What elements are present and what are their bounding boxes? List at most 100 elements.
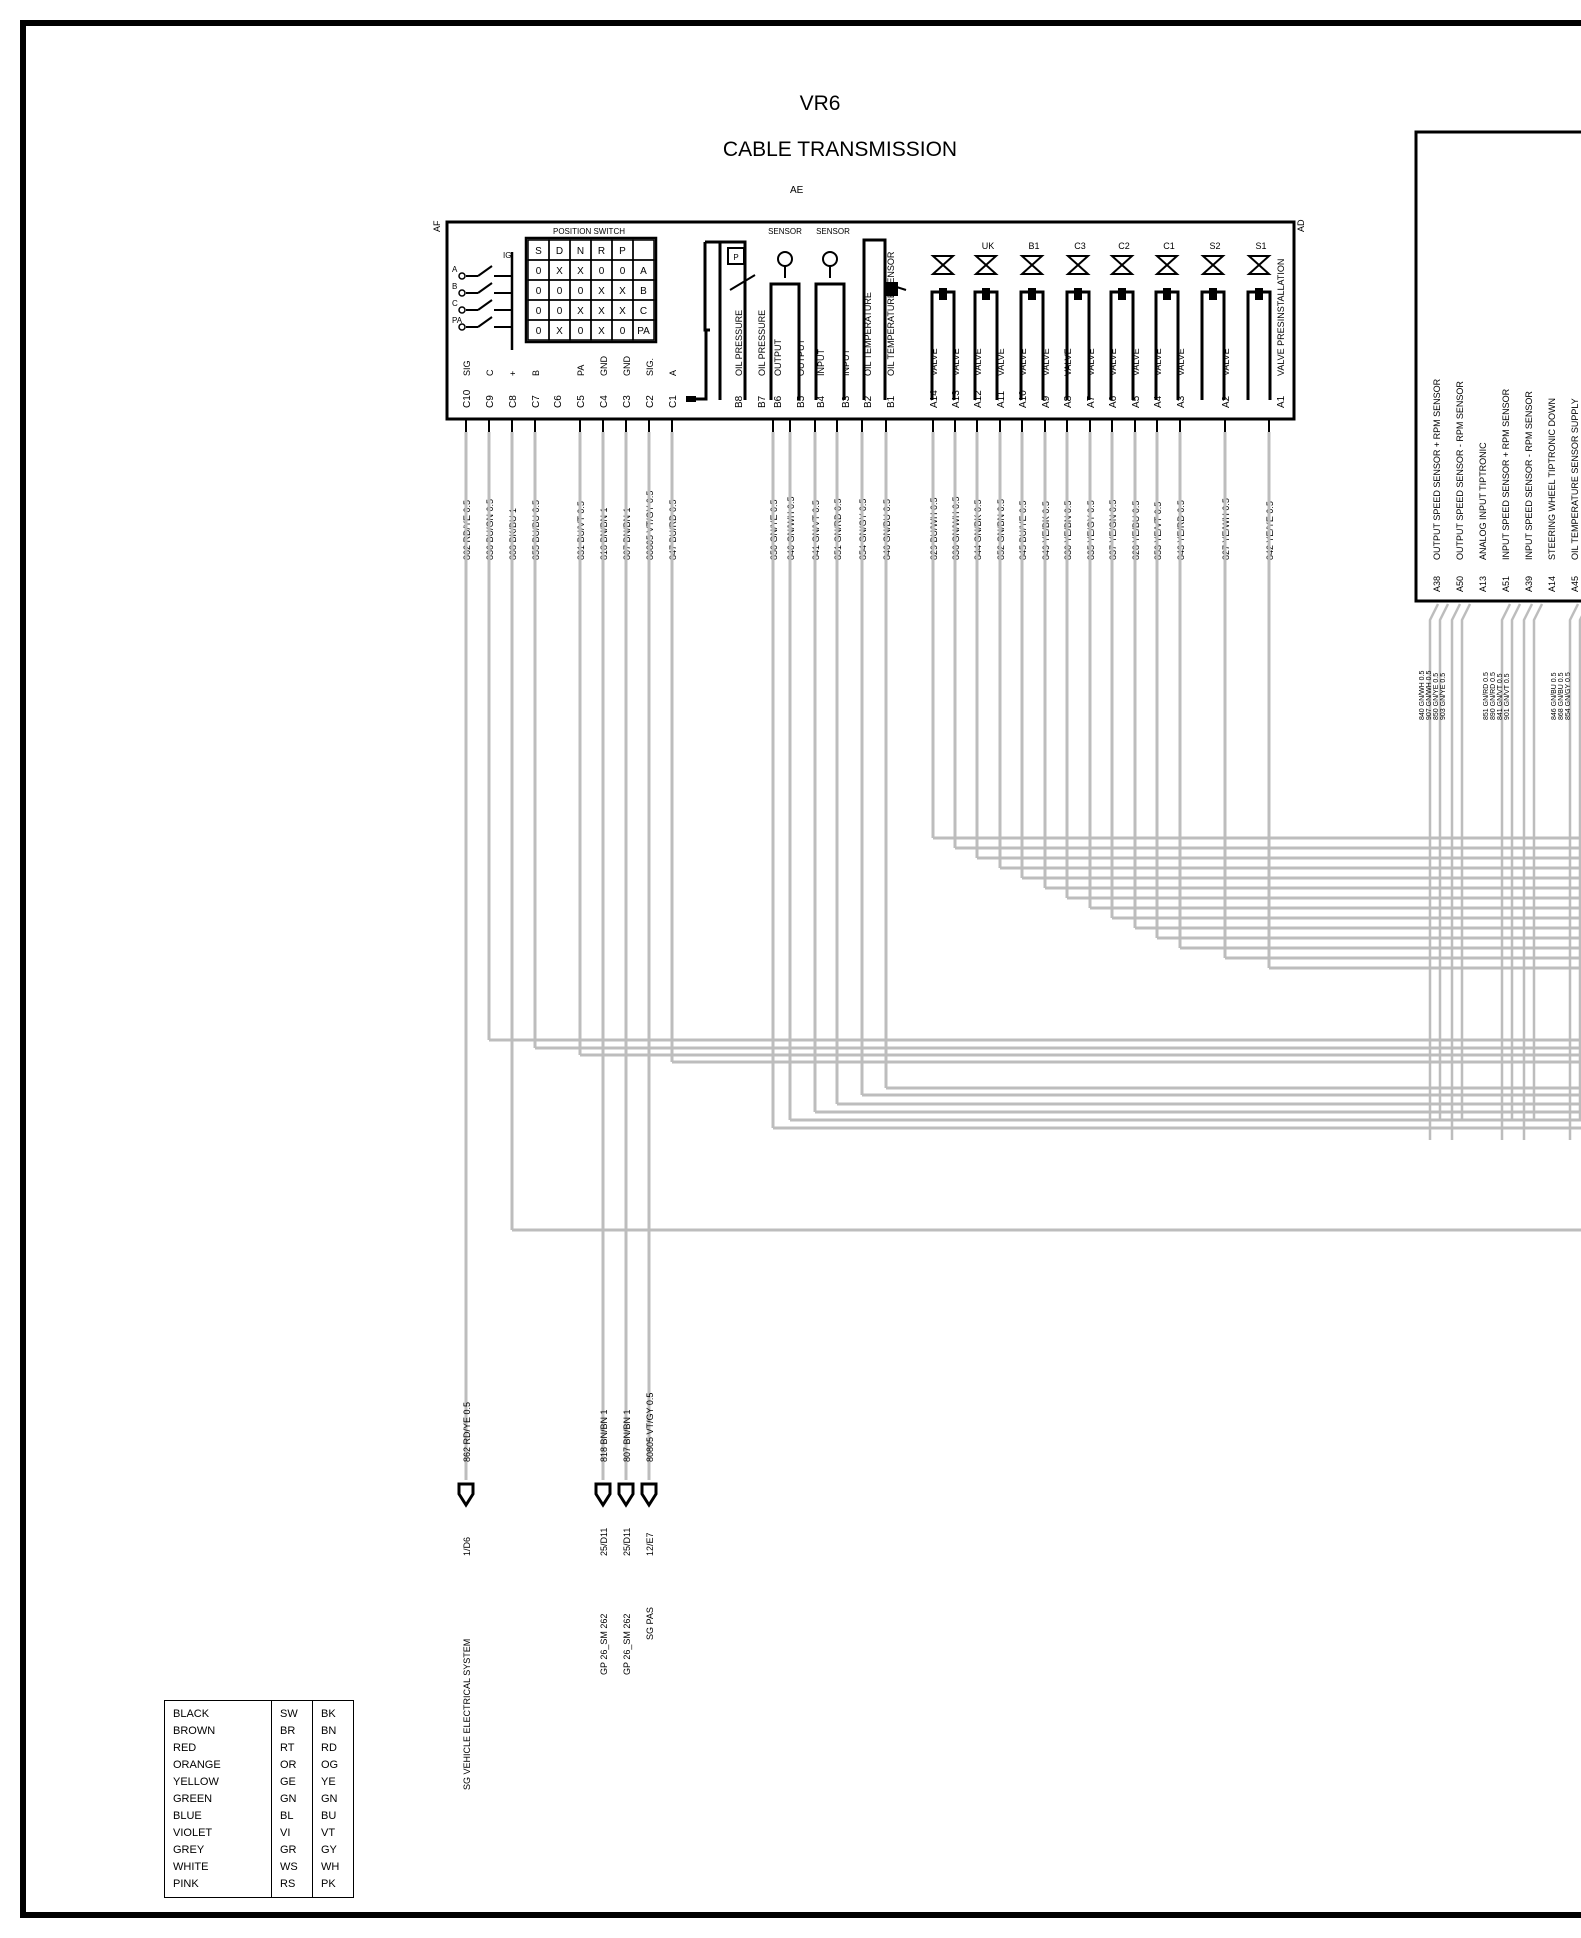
legend-english-code: WH [321, 1861, 340, 1873]
pin-number-B5: B5 [796, 395, 807, 408]
pin-number-A2: A2 [1221, 395, 1232, 408]
connector-af-tag: AF [432, 220, 442, 232]
legend-german-code: GE [280, 1776, 296, 1788]
pin-number-A11: A11 [996, 391, 1007, 408]
switch-grid-header: P [619, 246, 626, 257]
pin-function-A9: VALVE [1041, 348, 1051, 376]
sensor-leads [814, 282, 846, 400]
ecu-wire [1578, 615, 1581, 1120]
valve-label: S1 [1255, 241, 1266, 251]
pin-number-A7: A7 [1086, 395, 1097, 408]
legend-english-code: YE [321, 1776, 336, 1788]
ecu-pin-function: OUTPUT SPEED SENSOR - RPM SENSOR [1455, 381, 1465, 560]
legend-german-code: GN [280, 1793, 297, 1805]
terminal-reference: 25/D11 [599, 1528, 609, 1556]
ecu-pin-A14: A14 [1547, 576, 1557, 592]
pin-function-C1: A [668, 370, 678, 376]
switch-grid-value: B [640, 286, 647, 297]
pin-number-C2: C2 [645, 395, 656, 408]
switch-grid-value: X [577, 266, 584, 277]
valve-label: UK [982, 241, 995, 251]
pin-function-A12: VALVE [973, 348, 983, 376]
legend-color-name: GREEN [173, 1793, 213, 1805]
terminal-destination: GP 26_SM 262 [599, 1614, 609, 1675]
switch-contact-label: C [452, 299, 458, 308]
pin-function-C3: GND [622, 356, 632, 377]
solenoid-valve-icon [930, 255, 956, 275]
switch-blade [477, 265, 493, 277]
oil-pressure-switch-icon [727, 247, 745, 265]
ecu-wire-label: 907 GN/WH 0.5 [1426, 670, 1433, 720]
switch-grid-header: N [577, 246, 584, 257]
switch-contact-label: B [452, 282, 457, 291]
pin-function-B3: INPUT [841, 348, 851, 376]
pin-function-A5: VALVE [1131, 348, 1141, 376]
switch-grid-value: 0 [536, 326, 542, 337]
switch-grid-border [524, 236, 658, 344]
switch-grid-header: R [598, 246, 605, 257]
ecu-pin-function: INPUT SPEED SENSOR - RPM SENSOR [1524, 391, 1534, 560]
valve-leads [1154, 290, 1180, 400]
ecu-pin-A13: A13 [1478, 576, 1488, 592]
pin-number-A4: A4 [1153, 395, 1164, 408]
terminal-connector-icon [457, 1482, 475, 1508]
terminal-wire-label: 807 BN/BN 1 [622, 1409, 632, 1462]
legend-english-code: BN [321, 1725, 337, 1737]
legend-color-name: WHITE [173, 1861, 209, 1873]
sensor-leads [769, 282, 801, 400]
valve-leads [973, 290, 999, 400]
pin-function-C4: GND [599, 356, 609, 377]
pin-number-A9: A9 [1041, 395, 1052, 408]
switch-blade [477, 299, 493, 311]
connector-box [445, 220, 1296, 421]
legend-english-code: RD [321, 1742, 337, 1754]
ecu-wire [1428, 603, 1440, 1140]
switch-blade [477, 282, 493, 294]
ecu-wire [1450, 603, 1462, 1140]
solenoid-valve-icon [1109, 255, 1135, 275]
pin-function-B6: OUTPUT [773, 339, 783, 377]
pin-function-B8: OIL PRESSURE [734, 310, 744, 376]
pin-number-C1: C1 [668, 395, 679, 408]
pin-number-C7: C7 [531, 395, 542, 408]
legend-english-code: BU [321, 1810, 337, 1822]
legend-color-name: BLUE [173, 1810, 202, 1822]
legend-english-code: BK [321, 1708, 336, 1720]
switch-grid-value: A [640, 266, 647, 277]
pin-function-B1: OIL TEMPERATURE SENSOR [886, 251, 896, 376]
pin-function-C5: PA [576, 365, 586, 376]
pin-function-B4: INPUT [816, 348, 826, 376]
ecu-pin-A50: A50 [1455, 576, 1465, 592]
pin-number-C3: C3 [622, 395, 633, 408]
switch-grid-value: 0 [536, 306, 542, 317]
pin-function-A1: VALVE PRESINSTALLATION [1276, 259, 1286, 376]
pin-function-A14: VALVE [929, 348, 939, 376]
valve-coil [1209, 288, 1217, 300]
ignition-label: IG [503, 251, 511, 260]
terminal-wire-label: 862 RD/YE 0.5 [462, 1402, 472, 1462]
terminal-reference: 1/D6 [462, 1537, 472, 1556]
pin-function-A2: VALVE [1221, 348, 1231, 376]
switch-grid-value: 0 [599, 266, 605, 277]
switch-grid-cell [632, 319, 655, 341]
ecu-wire-label: 854 GN/GY 0.5 [1565, 672, 1572, 720]
ecu-wire [1532, 603, 1544, 1120]
oil-pressure-plug [686, 396, 696, 402]
switch-contact [458, 306, 466, 314]
legend-color-name: RED [173, 1742, 197, 1754]
terminal-wire-label: 818 BN/BN 1 [599, 1409, 609, 1462]
pin-function-C7: B [531, 370, 541, 376]
pin-number-A8: A8 [1063, 395, 1074, 408]
terminal-connector-icon [617, 1482, 635, 1508]
ecu-wire-label: 850 GN/YE 0.5 [1433, 673, 1440, 720]
valve-leads [1109, 290, 1135, 400]
switch-contact-label: A [452, 265, 458, 274]
legend-german-code: GR [280, 1844, 297, 1856]
valve-label: C3 [1074, 241, 1086, 251]
ecu-wire-label: 903 GN/YE 0.5 [1440, 673, 1447, 720]
pin-number-C9: C9 [485, 395, 496, 408]
valve-leads [1065, 290, 1091, 400]
legend-german-code: SW [280, 1708, 298, 1720]
pin-function-B5: OUTPUT [796, 339, 806, 377]
